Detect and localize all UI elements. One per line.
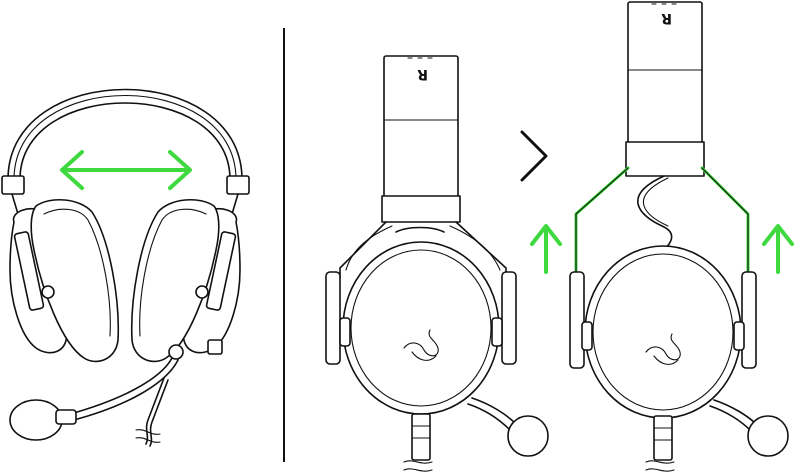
right-post-extended xyxy=(742,272,756,368)
logo-letter-collapsed: R xyxy=(417,66,428,82)
up-arrow-right-icon xyxy=(764,226,792,272)
cable-plug-extended xyxy=(654,416,672,460)
left-rail-extended xyxy=(576,168,628,274)
mic-jack xyxy=(169,345,183,359)
right-post-collapsed xyxy=(502,272,516,364)
mic-boom xyxy=(70,358,172,414)
left-post-extended xyxy=(570,272,584,368)
front-view-headset xyxy=(2,90,249,447)
ear-cup-collapsed xyxy=(343,242,499,414)
headband-base-extended xyxy=(626,142,704,176)
logo-letter-extended: R xyxy=(661,10,672,26)
headband-base xyxy=(382,196,460,222)
mic-tip xyxy=(10,400,62,440)
mic-tip-extended xyxy=(748,416,788,456)
cable-plug-collapsed xyxy=(412,414,430,460)
mic-tip-collapsed xyxy=(508,416,548,456)
side-view-collapsed-headset: R xyxy=(326,56,548,471)
up-arrow-left-icon xyxy=(532,226,560,272)
ear-cup-extended xyxy=(585,246,741,418)
side-view-extended-headset: R xyxy=(570,2,788,471)
left-hinge xyxy=(2,176,24,194)
double-arrow-horizontal-icon xyxy=(62,152,190,188)
left-post-collapsed xyxy=(326,272,340,364)
right-rail-extended xyxy=(702,168,748,274)
chevron-right-icon xyxy=(522,132,546,180)
right-hinge xyxy=(227,176,249,194)
